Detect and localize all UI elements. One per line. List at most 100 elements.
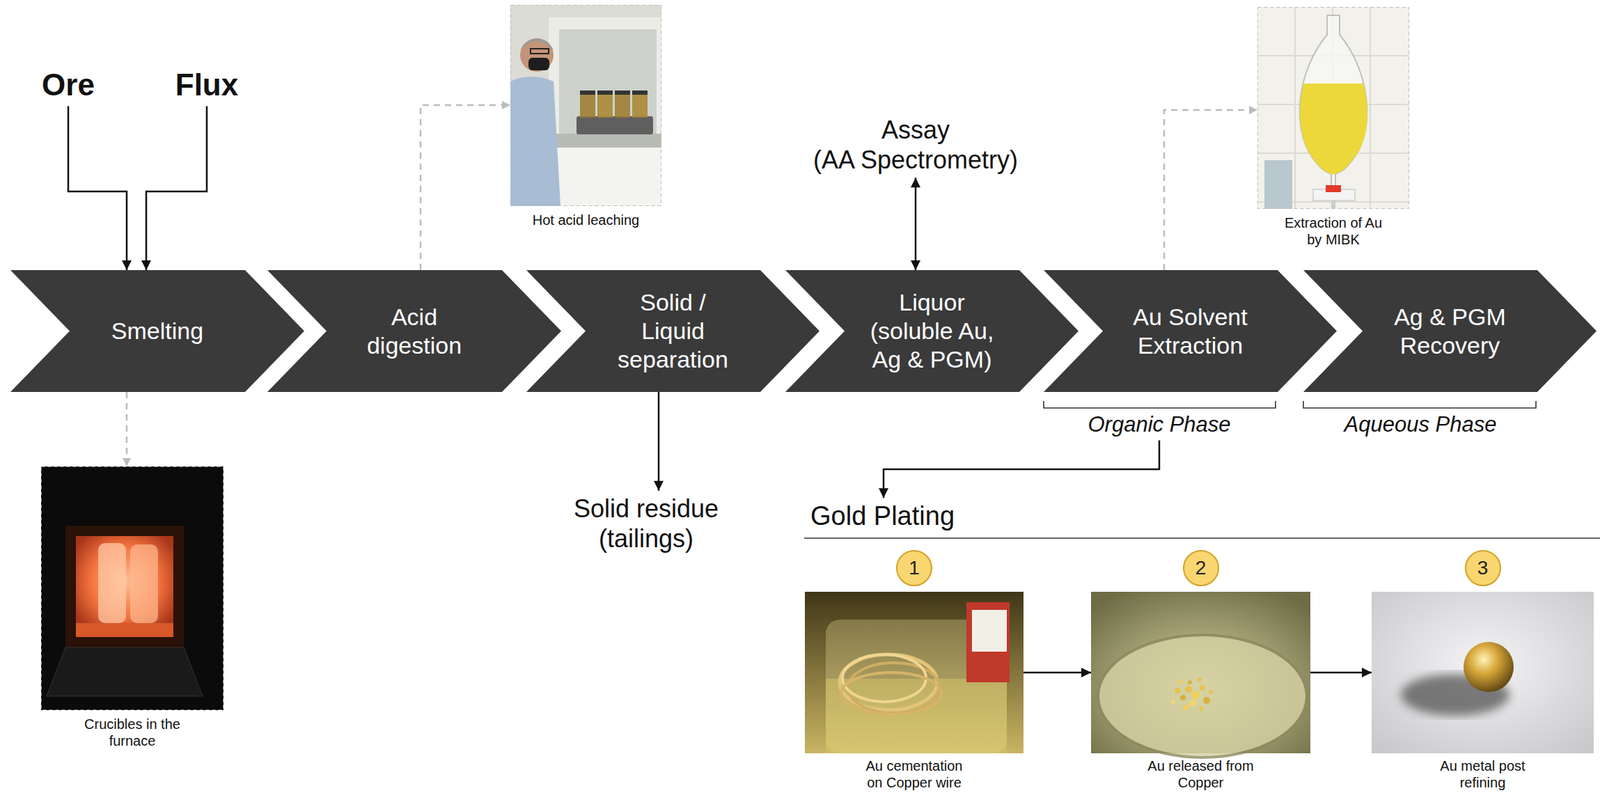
released-gold-photo	[1191, 690, 1200, 700]
callout-circle: 2	[1182, 550, 1220, 587]
photo-caption: Au metal post refining	[1427, 757, 1539, 791]
photo-caption: Hot acid leaching	[514, 211, 658, 229]
hot-acid-photo	[520, 38, 554, 72]
section-heading: Gold Plating	[807, 497, 958, 536]
released-gold-photo	[1178, 680, 1183, 685]
hot-acid-photo	[614, 90, 631, 95]
photo-caption: Au released from Copper	[1145, 757, 1257, 791]
hot-acid-photo	[511, 5, 662, 207]
hot-acid-photo	[579, 93, 596, 118]
chevron-shape	[1043, 270, 1337, 392]
cementation-photo	[848, 662, 940, 713]
released-gold-photo	[1208, 689, 1213, 695]
plating-step: Au released from Copper 2	[1091, 548, 1311, 791]
released-gold-photo	[1199, 685, 1206, 691]
gold-bead-photo	[1463, 641, 1514, 693]
mibk-photo	[1299, 15, 1368, 190]
hot-acid-photo	[576, 116, 654, 135]
released-gold-photo	[1185, 685, 1192, 693]
mibk-photo	[1299, 83, 1368, 175]
phase-label: Organic Phase	[1084, 408, 1234, 441]
hot-acid-photo	[579, 90, 596, 95]
input-label: Flux	[172, 64, 241, 107]
chevron-shape	[10, 270, 305, 392]
released-gold-photo	[1197, 677, 1202, 682]
output-node: Solid residue (tailings)	[559, 490, 734, 557]
phase-bracket	[1303, 401, 1536, 409]
section-rule	[804, 538, 1600, 539]
callout-number: 3	[1477, 558, 1489, 578]
released-gold-photo	[1187, 680, 1192, 685]
plating-step: Au cementation on Copper wire1	[804, 548, 1024, 791]
dashed-pointer	[1164, 110, 1258, 271]
plating-step: Au metal post refining 3	[1371, 548, 1594, 791]
input-text: Ore	[41, 66, 95, 104]
furnace-photo	[41, 467, 224, 711]
released-gold-photo	[1097, 634, 1307, 758]
chevron-label-area: Ag & PGM Recovery	[1303, 270, 1597, 392]
process-chevron: Smelting	[10, 270, 305, 392]
flow-arrow	[883, 440, 1160, 499]
phase-text: Organic Phase	[1087, 411, 1231, 438]
cementation-photo	[825, 678, 1007, 754]
chevron-label-area: Acid digestion	[267, 270, 562, 392]
released-gold-photo	[1171, 699, 1176, 704]
step-name: Liquor (soluble Au, Ag & PGM)	[855, 288, 1009, 374]
chevron-label-area: Solid / Liquid separation	[526, 270, 820, 392]
chevron-label-area: Smelting	[10, 270, 305, 392]
heading-text: Gold Plating	[810, 500, 955, 533]
hot-acid-photo	[632, 93, 648, 118]
flow-arrow	[914, 177, 917, 271]
chevron-shape	[267, 270, 562, 392]
mibk-photo	[1258, 7, 1410, 209]
hot-acid-photo	[597, 93, 613, 118]
assay-node: Assay(AA Spectrometry)	[810, 112, 1021, 178]
released-gold-photo	[1198, 706, 1204, 711]
furnace-photo	[98, 543, 127, 624]
hot-acid-photo	[597, 90, 613, 95]
dashed-pointer	[126, 391, 129, 467]
hot-acid-photo	[632, 90, 648, 95]
step-name: Acid digestion	[351, 302, 477, 360]
released-gold-photo	[1180, 694, 1186, 701]
furnace-photo	[130, 544, 159, 624]
process-chevron: Acid digestion	[267, 270, 562, 392]
callout-number: 1	[908, 558, 920, 578]
hot-acid-photo	[510, 4, 662, 207]
photo-panel: Extraction of Au by MIBK	[1257, 6, 1410, 248]
furnace-photo	[75, 536, 174, 638]
input-text: Flux	[175, 66, 239, 104]
furnace-photo	[41, 466, 224, 711]
chevron-label-area: Au Solvent Extraction	[1043, 270, 1337, 392]
cementation-photo	[841, 672, 942, 715]
cementation-photo	[966, 602, 1010, 683]
process-chevron: Liquor (soluble Au, Ag & PGM)	[785, 270, 1079, 392]
cementation-photo	[804, 591, 1024, 754]
mibk-photo	[1257, 6, 1410, 209]
flow-arrow	[146, 105, 207, 271]
chevron-shape	[785, 270, 1079, 392]
released-gold-photo	[1091, 591, 1311, 758]
furnace-photo	[46, 647, 203, 697]
section-rule	[804, 537, 1600, 539]
mibk-photo	[1331, 200, 1336, 209]
hot-acid-photo	[530, 48, 549, 54]
step-name: Ag & PGM Recovery	[1380, 302, 1520, 360]
callout-number: 2	[1195, 558, 1207, 578]
photo-caption: Crucibles in the furnace	[75, 715, 191, 750]
released-gold-photo	[1189, 699, 1197, 707]
chevron-shape	[526, 270, 820, 392]
hot-acid-photo	[559, 29, 657, 134]
flow-arrow	[68, 105, 127, 271]
step-name: Solid / Liquid separation	[610, 288, 736, 374]
hot-acid-photo	[614, 93, 631, 118]
furnace-photo	[75, 623, 174, 638]
phase-text: Aqueous Phase	[1344, 411, 1497, 438]
mibk-photo	[1264, 160, 1293, 209]
hot-acid-photo	[510, 4, 662, 207]
assay-text: Assay	[813, 114, 1018, 145]
hot-acid-photo	[548, 133, 662, 148]
